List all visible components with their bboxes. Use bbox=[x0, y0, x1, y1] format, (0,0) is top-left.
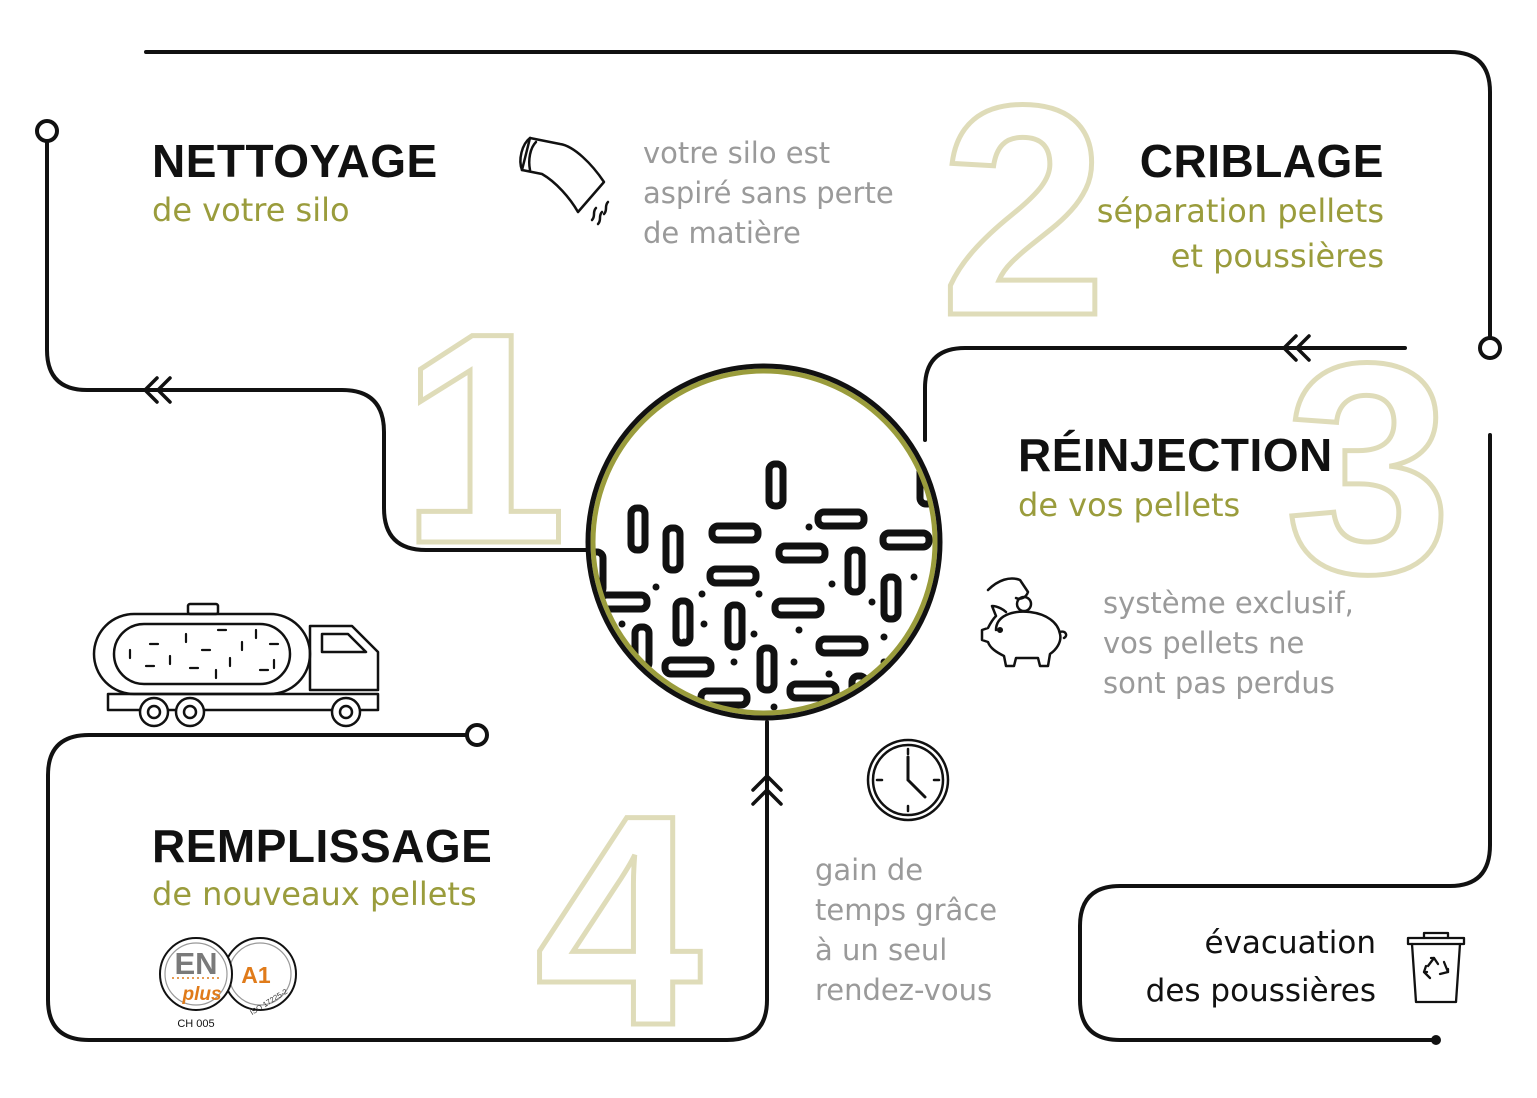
enplus-brand-top: EN bbox=[174, 946, 217, 981]
terminal-truck bbox=[465, 723, 489, 747]
step2-subtitle-line: et poussières bbox=[1170, 237, 1384, 275]
step1-note-line: de matière bbox=[643, 216, 801, 250]
step3-note-line: système exclusif, bbox=[1103, 586, 1354, 620]
step3-note-line: sont pas perdus bbox=[1103, 666, 1335, 700]
terminal-right bbox=[1478, 336, 1502, 360]
step4-note-line: rendez-vous bbox=[815, 973, 993, 1007]
step4-title: REMPLISSAGE bbox=[152, 820, 493, 872]
step-number-2: 2 bbox=[938, 42, 1110, 378]
step1-subtitle: de votre silo bbox=[152, 191, 350, 229]
enplus-grade: A1 bbox=[241, 962, 271, 988]
flow-line-step3 bbox=[923, 346, 1407, 442]
step-number-3: 3 bbox=[1283, 300, 1455, 636]
vacuum-nozzle-icon bbox=[519, 136, 610, 226]
terminal-evacuation bbox=[1431, 1035, 1441, 1045]
step4-note: gain de temps grâce à un seul rendez-vou… bbox=[815, 850, 997, 1010]
magnifier-pellets-icon bbox=[585, 363, 943, 721]
recycle-bin-icon bbox=[1406, 931, 1466, 1004]
step4-note-line: à un seul bbox=[815, 933, 948, 967]
step2-subtitle-line: séparation pellets bbox=[1096, 192, 1384, 230]
step2-title: CRIBLAGE bbox=[1139, 135, 1384, 187]
double-chevron-icon bbox=[1282, 334, 1311, 362]
step1-title: NETTOYAGE bbox=[152, 135, 438, 187]
step3-title: RÉINJECTION bbox=[1018, 429, 1333, 481]
enplus-brand-bottom: plus bbox=[181, 984, 221, 1005]
evacuation-label-line: des poussières bbox=[1145, 973, 1376, 1009]
step3-note: système exclusif, vos pellets ne sont pa… bbox=[1103, 583, 1354, 703]
evacuation-label: évacuation des poussières bbox=[1146, 919, 1376, 1015]
step1-note-line: aspiré sans perte bbox=[643, 176, 894, 210]
enplus-code: CH 005 bbox=[177, 1018, 214, 1030]
step1-note: votre silo est aspiré sans perte de mati… bbox=[643, 133, 894, 253]
double-chevron-icon bbox=[143, 376, 172, 404]
step3-subtitle: de vos pellets bbox=[1018, 486, 1241, 524]
tanker-truck-icon bbox=[92, 602, 380, 728]
step1-note-line: votre silo est bbox=[643, 136, 831, 170]
evacuation-label-line: évacuation bbox=[1204, 925, 1376, 961]
terminal-start bbox=[35, 119, 59, 143]
flow-line-top bbox=[144, 50, 1492, 338]
step-number-1: 1 bbox=[398, 270, 570, 606]
step4-note-line: temps grâce bbox=[815, 893, 998, 927]
clock-icon bbox=[866, 738, 950, 822]
step-number-4: 4 bbox=[533, 752, 705, 1088]
flow-line-step4 bbox=[46, 720, 769, 1042]
step4-subtitle: de nouveaux pellets bbox=[152, 875, 477, 913]
enplus-badge: EN plus A1 ISO 17225-2 CH 005 bbox=[159, 937, 297, 1030]
step2-subtitle: séparation pellets et poussières bbox=[1097, 189, 1384, 279]
piggy-bank-icon bbox=[980, 577, 1068, 668]
step3-note-line: vos pellets ne bbox=[1103, 626, 1305, 660]
step4-note-line: gain de bbox=[815, 853, 924, 887]
flow-line-step1 bbox=[45, 141, 588, 552]
flow-line-right bbox=[1078, 433, 1492, 1042]
double-chevron-icon bbox=[751, 774, 783, 806]
